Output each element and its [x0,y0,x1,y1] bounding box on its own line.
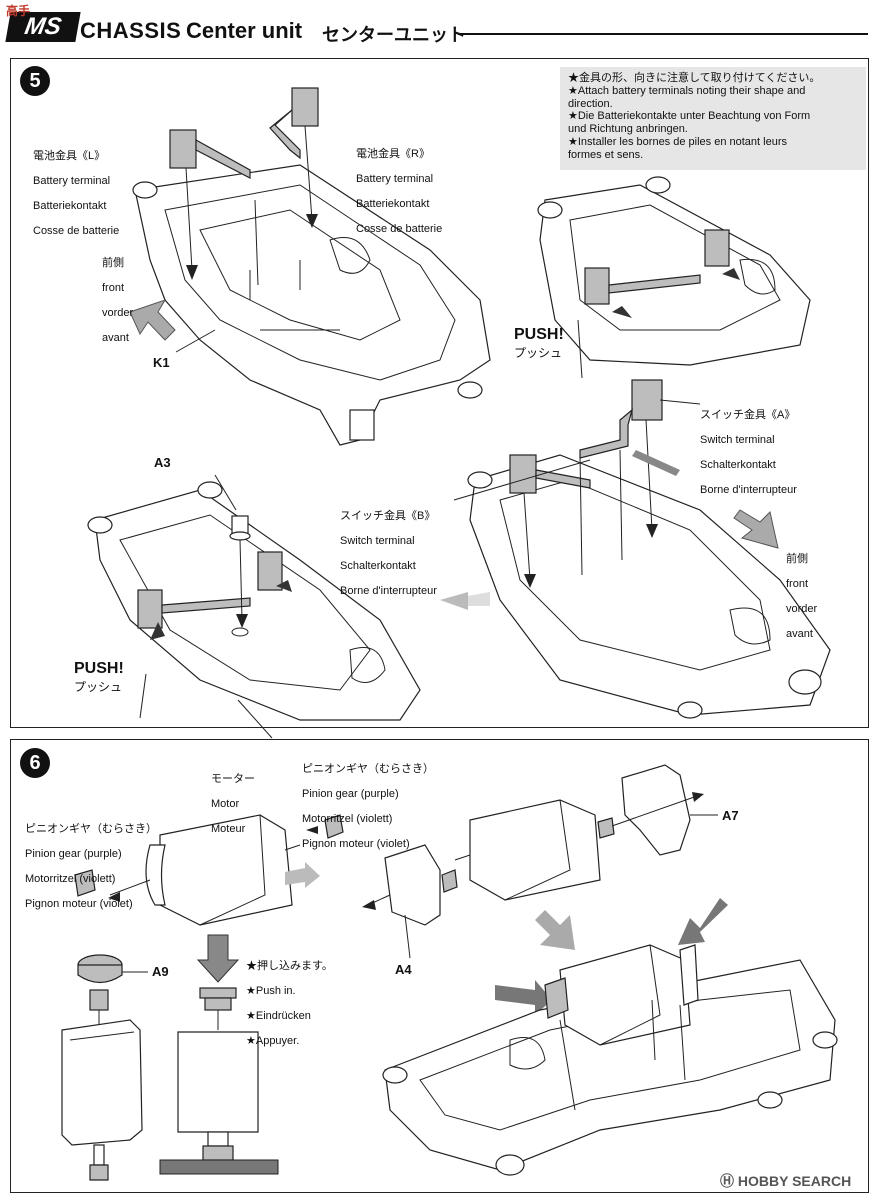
page-title-jp: センターユニット [322,25,466,46]
label-line: Pinion gear (purple) [25,847,122,860]
label-line: Motorritzel (violett) [302,812,393,825]
push-text: PUSH! [74,660,124,677]
label-line: Cosse de batterie [356,222,443,235]
label-line: front [102,281,125,294]
note-line: ★Attach battery terminals noting their s… [568,84,806,97]
step-5-number: 5 [20,66,50,96]
terminal-note-box: ★金具の形、向きに注意して取り付けてください。 ★Attach battery … [560,67,866,170]
note-line: ★Installer les bornes de piles en notant… [568,135,787,148]
label-line: Pignon moteur (violet) [302,837,410,850]
label-line: Borne d'interrupteur [340,584,437,597]
step-6-number: 6 [20,748,50,778]
push-text-jp: プッシュ [514,346,563,360]
label-line: Battery terminal [33,174,111,187]
label-line: Battery terminal [356,172,434,185]
label-line: 電池金具《R》 [356,147,430,160]
label-line: モーター [211,772,255,785]
part-a9-label: A9 [152,964,169,979]
chassis-label: CHASSIS [80,18,182,43]
part-a7-label: A7 [722,808,739,823]
pinion-gear-label-top: ピニオンギヤ（むらさき） Pinion gear (purple) Motorr… [302,750,434,863]
motor-cap-illustration [61,934,279,1181]
label-line: Batteriekontakt [356,197,430,210]
label-line: スイッチ金具《A》 [700,408,796,421]
push-text: PUSH! [514,326,564,343]
label-line: ★押し込みます。 [246,959,333,972]
label-line: Batteriekontakt [33,199,107,212]
label-line: Motor [211,797,240,810]
note-line: und Richtung anbringen. [568,123,688,136]
label-line: Pinion gear (purple) [302,787,399,800]
label-line: Pignon moteur (violet) [25,897,133,910]
hobby-search-watermark: Ⓗ HOBBY SEARCH [720,1171,851,1191]
battery-terminal-l-label: 電池金具《L》 Battery terminal Batteriekontakt… [33,137,119,250]
push-in-label: ★押し込みます。 ★Push in. ★Eindrücken ★Appuyer. [246,947,333,1060]
label-line: Motorritzel (violett) [25,872,116,885]
label-line: avant [786,627,813,640]
part-k1-label: K1 [153,355,170,370]
label-line: Moteur [211,822,246,835]
label-line: vorder [102,306,134,319]
motor-label: モーター Motor Moteur [211,760,255,848]
note-line: direction. [568,97,613,110]
switch-terminal-b-label: スイッチ金具《B》 Switch terminal Schalterkontak… [340,497,437,610]
label-line: avant [102,331,129,344]
label-line: Switch terminal [700,433,775,446]
push-label-2: PUSH! プッシュ [74,660,124,696]
motor-bracket-illustration [362,764,728,1015]
label-line: スイッチ金具《B》 [340,509,436,522]
label-line: front [786,577,809,590]
label-line: ★Push in. [246,984,296,997]
part-a3-label: A3 [154,455,171,470]
chassis-illustration-2 [537,176,811,379]
label-line: vorder [786,602,818,615]
part-a4-label: A4 [395,962,412,977]
label-line: Borne d'interrupteur [700,483,797,496]
chassis-illustration-3 [440,379,831,719]
brand-symbol: Ⓗ [720,1173,734,1189]
pinion-gear-label-left: ピニオンギヤ（むらさき） Pinion gear (purple) Motorr… [25,810,157,923]
label-line: Schalterkontakt [340,559,416,572]
label-line: ★Eindrücken [246,1009,311,1022]
note-line: formes et sens. [568,148,644,161]
chassis-illustration-4 [87,474,421,739]
page-title: Center unit [186,18,303,43]
label-line: ピニオンギヤ（むらさき） [25,822,157,835]
header-rule [458,33,868,35]
watermark-logo: 高手 [6,4,31,18]
front-label-left: 前側 front vorder avant [102,244,133,357]
chassis-motor-illustration [382,944,838,1176]
label-line: Switch terminal [340,534,415,547]
front-label-right: 前側 front vorder avant [786,540,817,653]
battery-terminal-r-label: 電池金具《R》 Battery terminal Batteriekontakt… [356,135,442,248]
chassis-illustration-1 [129,87,491,446]
label-line: Schalterkontakt [700,458,776,471]
label-line: 前側 [786,552,808,565]
label-line: ピニオンギヤ（むらさき） [302,762,434,775]
label-line: Cosse de batterie [33,224,120,237]
brand-text: HOBBY SEARCH [737,1173,852,1189]
note-line: ★Die Batteriekontakte unter Beachtung vo… [568,110,811,123]
label-line: 前側 [102,256,124,269]
push-text-jp: プッシュ [74,680,123,694]
push-label-1: PUSH! プッシュ [514,326,564,362]
label-line: 電池金具《L》 [33,149,106,162]
switch-terminal-a-label: スイッチ金具《A》 Switch terminal Schalterkontak… [700,396,797,509]
motor-illustration [74,814,344,926]
note-line: ★金具の形、向きに注意して取り付けてください。 [568,72,821,84]
label-line: ★Appuyer. [246,1034,300,1047]
